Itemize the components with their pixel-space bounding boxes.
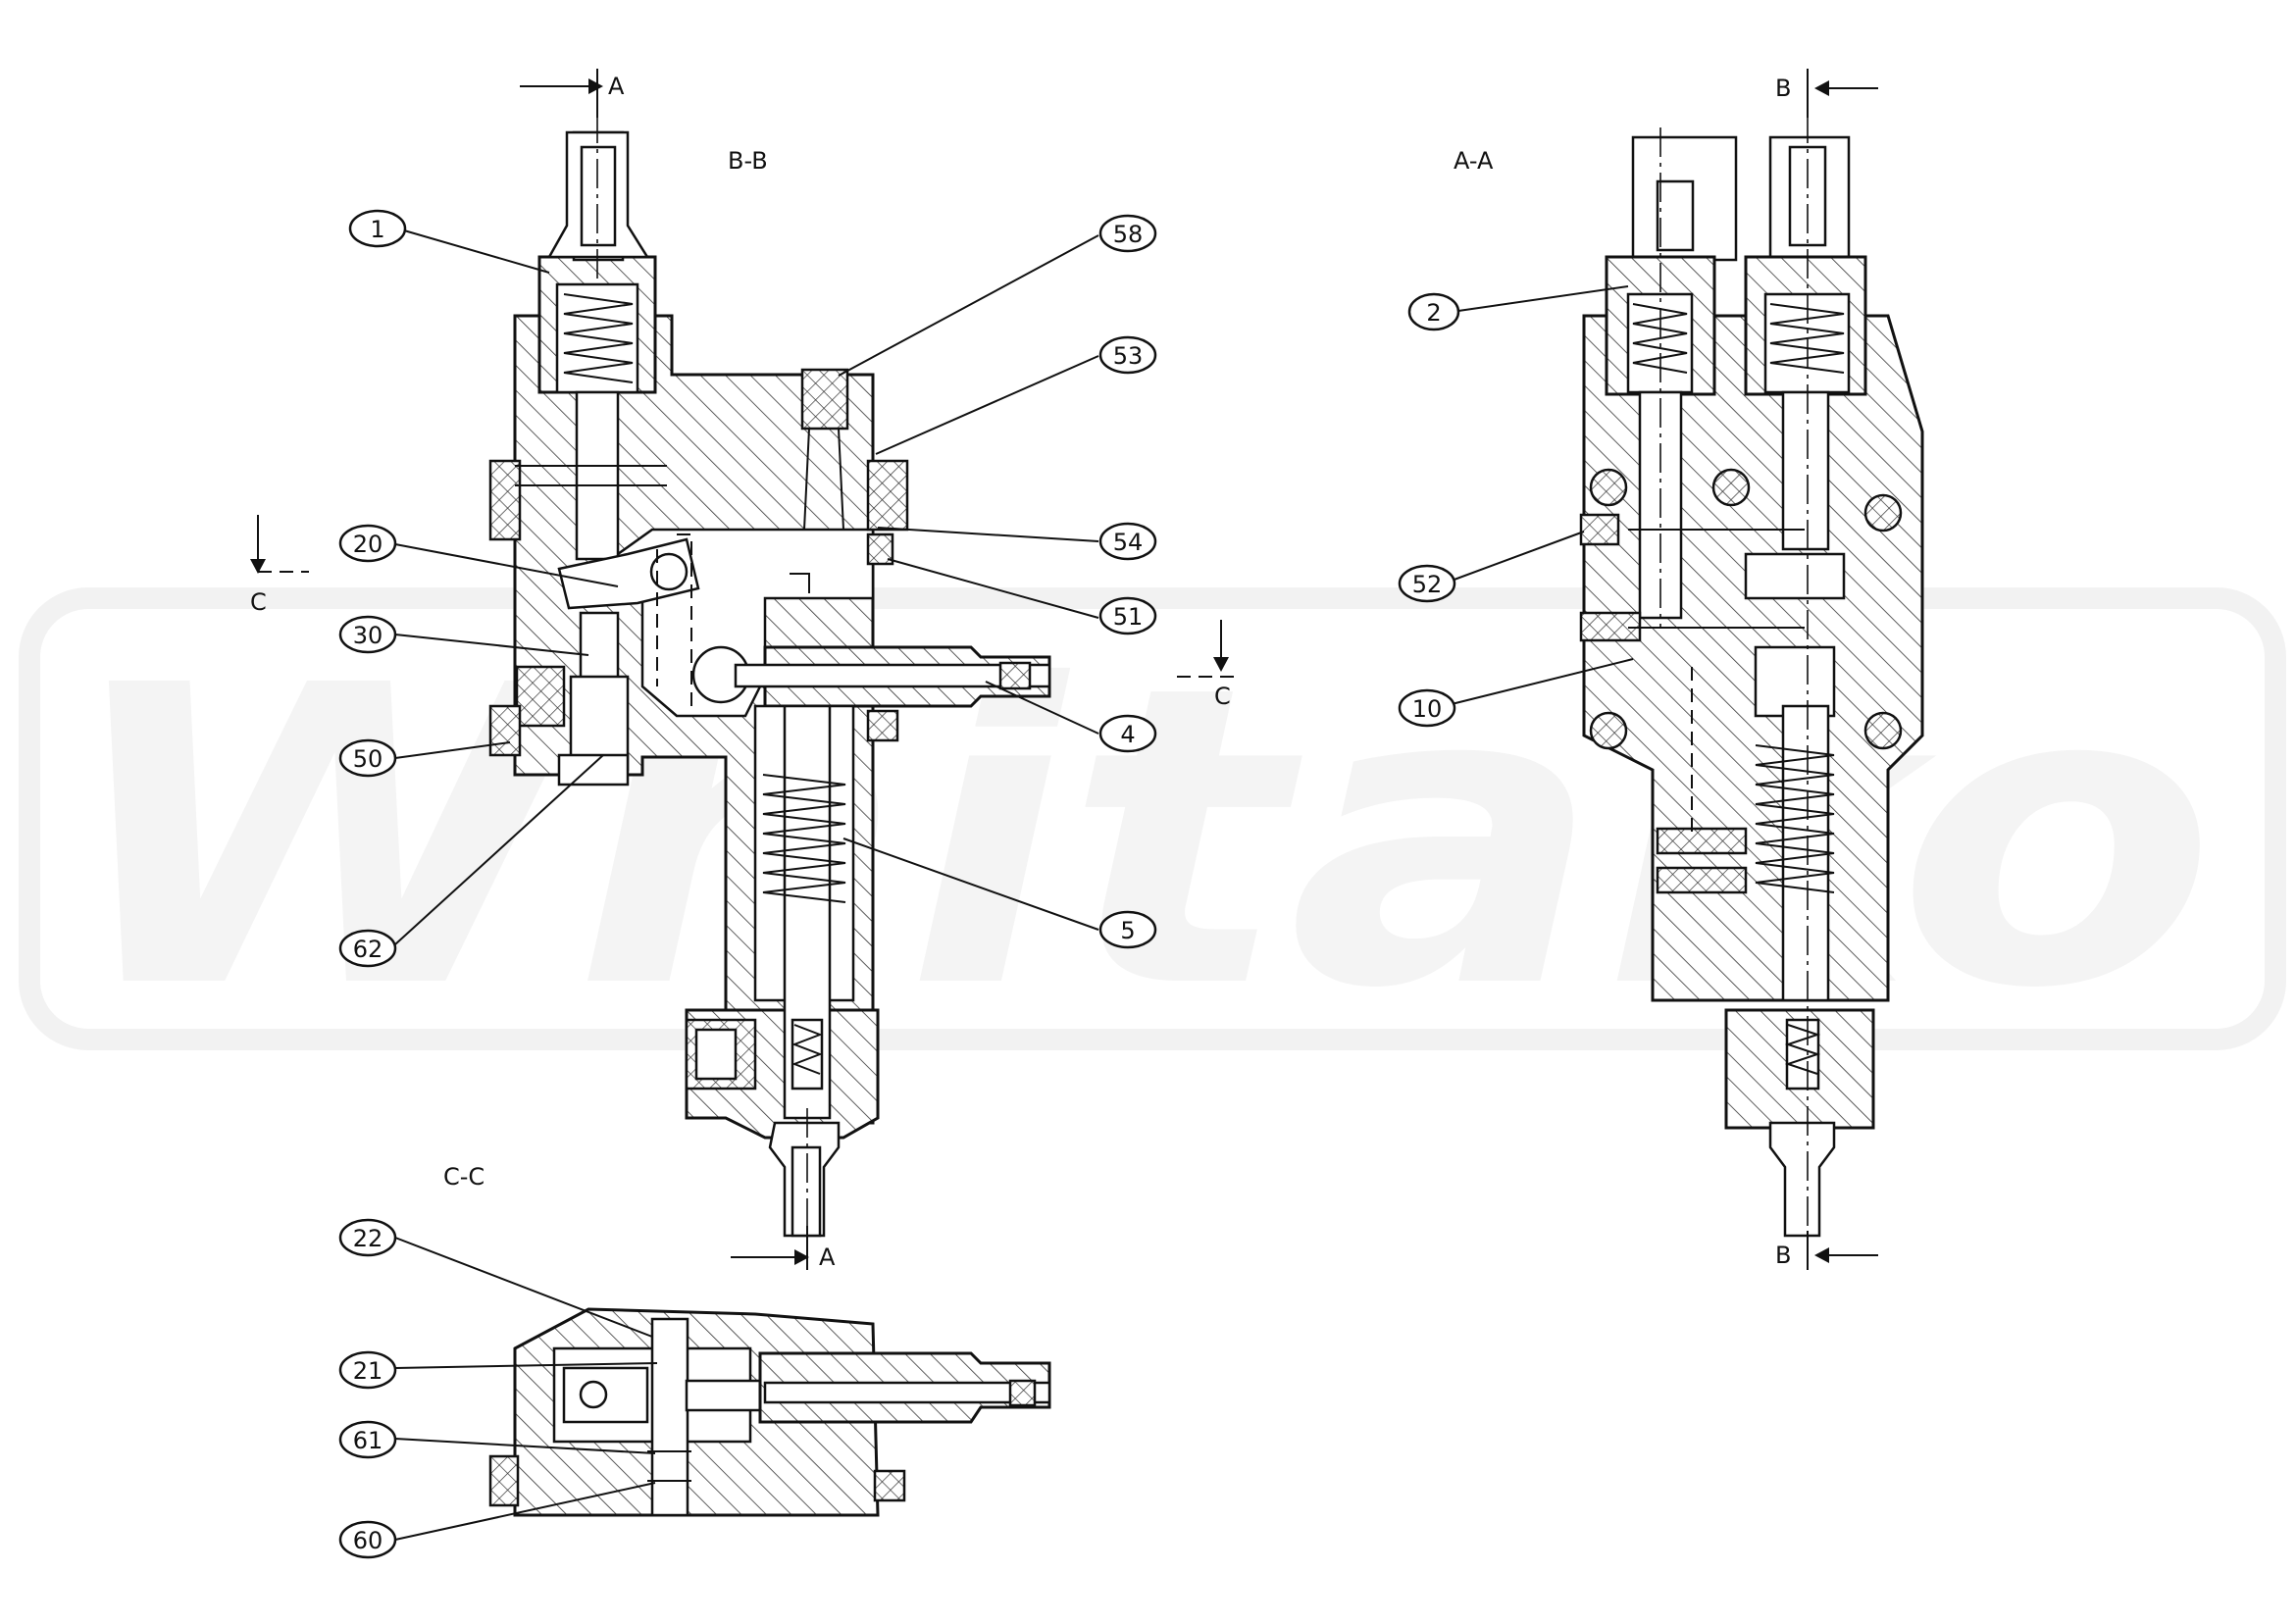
leader-lines	[394, 229, 1634, 1541]
svg-text:22: 22	[353, 1225, 383, 1252]
callout-62: 62	[338, 929, 397, 968]
cut-c-right-label: C	[1214, 683, 1231, 710]
svg-text:53: 53	[1113, 342, 1144, 370]
svg-text:50: 50	[353, 745, 383, 773]
callout-58: 58	[1098, 214, 1157, 253]
section-cc-view	[488, 1307, 1051, 1517]
callout-2: 2	[1407, 292, 1460, 331]
section-bb-view	[488, 69, 1051, 1265]
cut-a-bottom-label: A	[819, 1243, 836, 1271]
cutting-plane-a: A A	[520, 69, 836, 1271]
callout-30: 30	[338, 615, 397, 654]
cut-b-top-label: B	[1775, 75, 1791, 102]
callout-61: 61	[338, 1420, 397, 1459]
callout-4: 4	[1098, 714, 1157, 753]
section-bb-title: B-B	[728, 147, 768, 175]
callout-51: 51	[1098, 596, 1157, 635]
svg-text:2: 2	[1426, 299, 1441, 327]
cut-a-top-label: A	[608, 73, 625, 100]
svg-text:60: 60	[353, 1527, 383, 1554]
callout-5: 5	[1098, 910, 1157, 949]
callout-1: 1	[348, 209, 407, 248]
callout-54: 54	[1098, 522, 1157, 561]
watermark: Whitako	[19, 587, 2286, 1079]
svg-text:51: 51	[1113, 603, 1144, 631]
svg-text:58: 58	[1113, 221, 1144, 248]
callout-10: 10	[1398, 688, 1456, 728]
callout-52: 52	[1398, 564, 1456, 603]
callout-22: 22	[338, 1218, 397, 1257]
section-aa-title: A-A	[1454, 147, 1494, 175]
callout-20: 20	[338, 524, 397, 563]
svg-text:4: 4	[1120, 721, 1135, 748]
section-aa-view	[1579, 69, 1924, 1265]
callout-21: 21	[338, 1350, 397, 1390]
svg-text:10: 10	[1412, 695, 1443, 723]
svg-text:21: 21	[353, 1357, 383, 1385]
svg-text:1: 1	[370, 216, 384, 243]
callout-60: 60	[338, 1520, 397, 1559]
svg-text:61: 61	[353, 1427, 383, 1454]
cutting-plane-c: C C	[250, 515, 1236, 710]
section-cc-title: C-C	[443, 1163, 485, 1191]
callout-50: 50	[338, 738, 397, 778]
cutting-plane-b: B B	[1775, 69, 1878, 1270]
cut-c-left-label: C	[250, 588, 267, 616]
svg-text:52: 52	[1412, 571, 1443, 598]
svg-text:5: 5	[1120, 917, 1135, 944]
cut-b-bottom-label: B	[1775, 1242, 1791, 1269]
svg-text:54: 54	[1113, 529, 1144, 556]
svg-text:20: 20	[353, 531, 383, 558]
callout-53: 53	[1098, 335, 1157, 375]
svg-text:62: 62	[353, 936, 383, 963]
svg-text:30: 30	[353, 622, 383, 649]
